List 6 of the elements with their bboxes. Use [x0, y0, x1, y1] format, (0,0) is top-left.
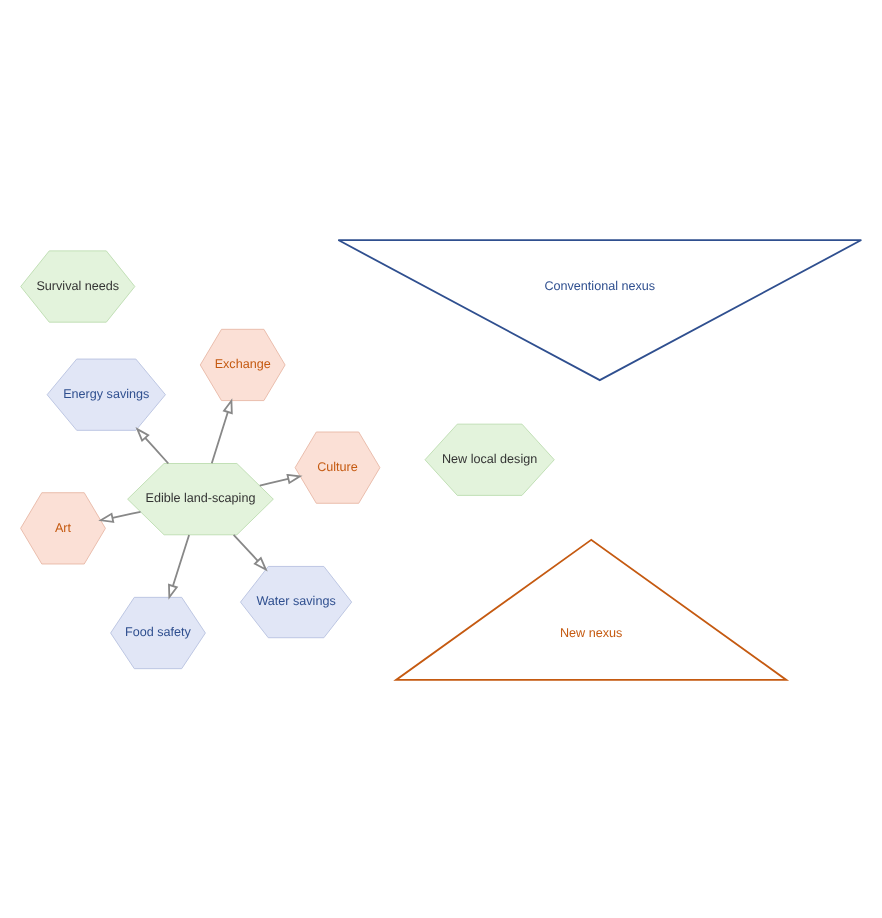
arrow — [258, 472, 303, 486]
arrow — [135, 426, 170, 464]
arrow — [210, 397, 233, 464]
arrow — [98, 509, 142, 522]
arrow — [168, 533, 190, 599]
arrow — [232, 532, 268, 571]
